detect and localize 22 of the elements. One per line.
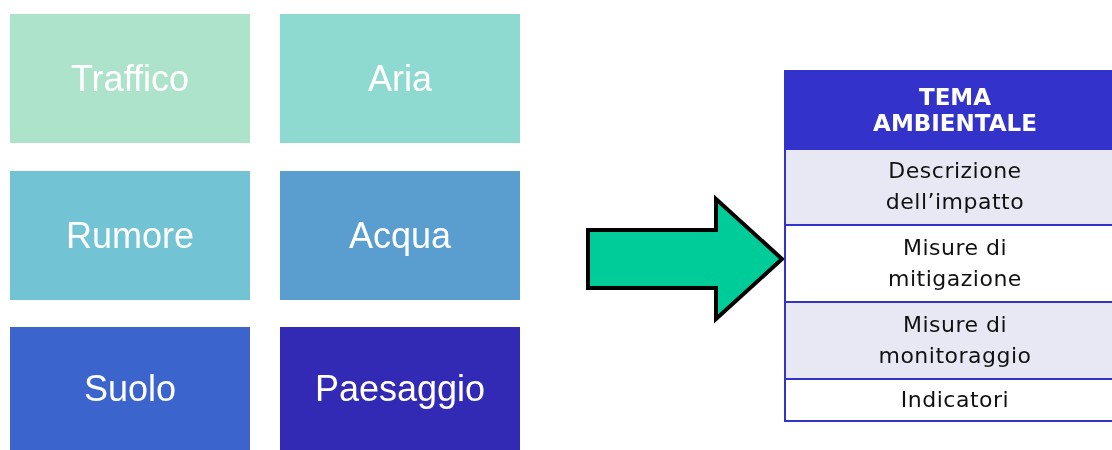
topic-tile xyxy=(280,171,520,300)
topic-tile xyxy=(280,14,520,143)
table-row xyxy=(786,301,1112,378)
tile-label: Aria xyxy=(368,57,432,100)
topic-tile xyxy=(10,171,250,300)
topic-tile xyxy=(10,14,250,143)
tile-label: Traffico xyxy=(70,57,189,100)
topic-tile xyxy=(280,327,520,450)
row-text: Misure di mitigazione xyxy=(887,233,1023,293)
row-text: Indicatori xyxy=(899,385,1011,414)
row-text: Misure di monitoraggio xyxy=(877,310,1033,370)
header-text: TEMA AMBIENTALE xyxy=(872,83,1038,137)
tile-label: Rumore xyxy=(65,214,194,257)
table-row xyxy=(786,378,1112,422)
block-arrow xyxy=(586,194,785,324)
row-text: Descrizione dell’impatto xyxy=(884,157,1026,216)
topic-tile xyxy=(10,327,250,450)
tile-label: Paesaggio xyxy=(314,368,486,410)
table-row xyxy=(786,148,1112,224)
tile-label: Suolo xyxy=(83,368,177,410)
tile-label: Acqua xyxy=(348,214,452,257)
theme-table xyxy=(784,70,1112,422)
